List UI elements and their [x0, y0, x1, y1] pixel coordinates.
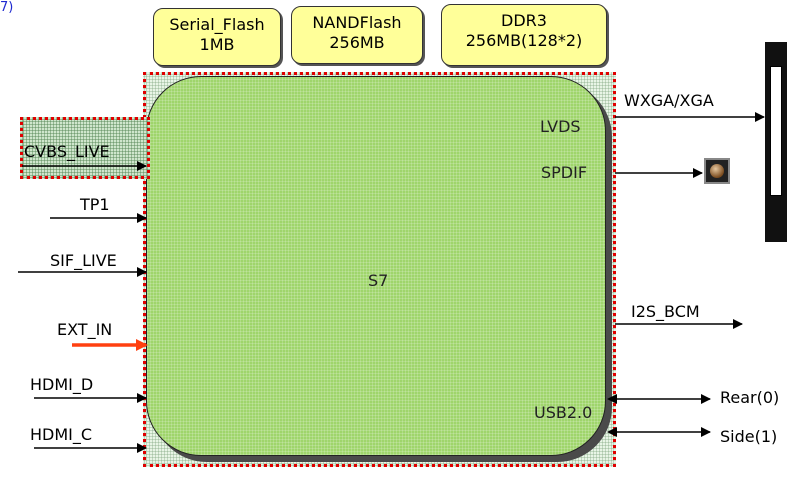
- sif-live-label: SIF_LIVE: [50, 251, 117, 270]
- figure-number: 7): [0, 0, 14, 15]
- hdmi-c-label: HDMI_C: [30, 425, 93, 444]
- hdmi-d-label: HDMI_D: [30, 375, 94, 394]
- lvds-label: LVDS: [540, 117, 581, 136]
- i2s-bcm-label: I2S_BCM: [631, 302, 700, 321]
- wxga-xga-label: WXGA/XGA: [624, 91, 714, 110]
- serial-flash-size: 1MB: [199, 35, 235, 54]
- serial-flash-box: Serial_Flash 1MB: [153, 8, 281, 66]
- cvbs-live-label: CVBS_LIVE: [24, 142, 110, 161]
- s7-chip: [146, 76, 606, 456]
- ddr3-box: DDR3 256MB(128*2): [441, 4, 607, 66]
- nand-flash-label: NANDFlash: [312, 13, 402, 32]
- ddr3-label: DDR3: [501, 11, 547, 30]
- lcd-panel-connector-window: [770, 66, 782, 196]
- nand-flash-box: NANDFlash 256MB: [291, 6, 423, 64]
- spdif-jack-icon: [704, 158, 730, 184]
- side-label: Side(1): [720, 427, 778, 446]
- serial-flash-label: Serial_Flash: [169, 15, 265, 34]
- spdif-label: SPDIF: [541, 163, 588, 182]
- tp1-label: TP1: [80, 195, 110, 214]
- ddr3-size: 256MB(128*2): [465, 31, 583, 50]
- usb-label: USB2.0: [534, 403, 593, 422]
- nand-flash-size: 256MB: [329, 33, 385, 52]
- ext-in-label: EXT_IN: [57, 320, 113, 339]
- chip-name-label: S7: [368, 271, 389, 290]
- rear-label: Rear(0): [720, 388, 780, 407]
